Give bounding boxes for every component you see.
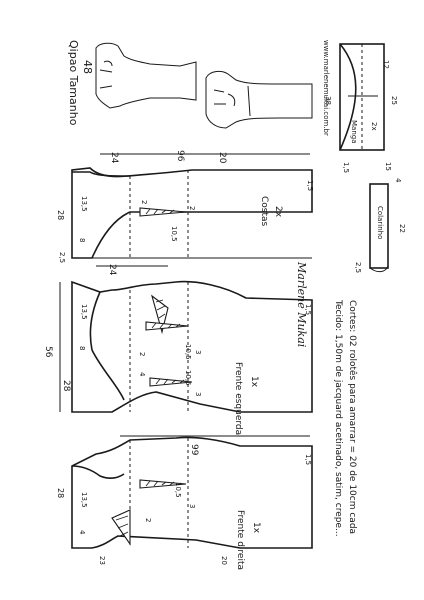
back-m-96: 96 xyxy=(175,150,185,162)
collar-name: Colarinho xyxy=(376,206,384,239)
collar-pattern: Colarinho 22 4 2,5 xyxy=(354,178,406,273)
fl-m-10-5b: 10,5 xyxy=(184,370,192,386)
fr-m-28: 28 xyxy=(56,488,65,498)
fr-m-23: 23 xyxy=(98,556,106,565)
sleeve-m-38: 38 xyxy=(324,96,332,105)
back-m-13-5: 13,5 xyxy=(80,196,88,212)
back-m-28: 28 xyxy=(56,210,65,220)
website-text: www.marlenemukai.com.br xyxy=(322,40,330,136)
fl-m-8: 8 xyxy=(78,346,86,350)
fl-m-24: 24 xyxy=(107,264,117,276)
fr-m-10-5: 10,5 xyxy=(174,482,182,498)
fr-m-13-5: 13,5 xyxy=(80,492,88,508)
sleeve-m-25: 25 xyxy=(390,96,398,105)
fl-m-10-5a: 10,5 xyxy=(184,344,192,360)
back-qty: 2x xyxy=(273,206,283,218)
front-left-panel: 56 24 13,5 8 28 2 10,5 3 4 10,5 3 1,5 Fr… xyxy=(43,264,313,435)
collar-m-2-5: 2,5 xyxy=(354,262,362,273)
back-m-24: 24 xyxy=(109,152,119,164)
back-m-2a: 2 xyxy=(140,200,148,204)
fr-m-1-5: 1,5 xyxy=(304,454,312,465)
fl-m-3b: 3 xyxy=(194,392,202,396)
front-right-panel: 99 28 13,5 4 23 10,5 3 2 20 1,5 Frente d… xyxy=(56,435,313,570)
fl-m-56: 56 xyxy=(43,346,53,358)
sleeve-name: Manga xyxy=(350,120,358,144)
dress-sketch-back xyxy=(205,70,313,129)
collar-m-22: 22 xyxy=(398,224,406,233)
fl-m-13-5: 13,5 xyxy=(80,304,88,320)
fl-m-4: 4 xyxy=(138,372,146,377)
back-m-10-5: 10,5 xyxy=(170,226,178,242)
sleeve-m-1-5: 1,5 xyxy=(342,162,350,173)
back-m-20: 20 xyxy=(217,152,227,164)
header-title: Qipao Tamanho 48 xyxy=(67,40,94,126)
back-panel: 24 96 20 28 13,5 8 2,5 2 10,5 2 1,5 Cost… xyxy=(56,150,314,263)
fr-name: Frente direita xyxy=(235,510,245,570)
fr-m-99: 99 xyxy=(189,444,199,456)
fl-m-3a: 3 xyxy=(194,350,202,354)
size-label: 48 xyxy=(81,60,94,74)
back-m-1-5: 1,5 xyxy=(306,180,314,191)
sleeve-m-15: 15 xyxy=(384,162,392,171)
sleeve-pattern: 12 38 25 Manga 2x 15 1,5 xyxy=(324,43,398,173)
back-name: Costas xyxy=(259,196,269,227)
fl-m-1-5: 1,5 xyxy=(304,304,312,315)
back-m-2b: 2 xyxy=(188,206,196,210)
fabric-note: Tecido: 1,50m de jacquard acetinado, sat… xyxy=(333,299,343,537)
signature: Marlene Mukai xyxy=(295,261,308,347)
sleeve-m-12: 12 xyxy=(382,60,390,69)
model-title: Qipao Tamanho xyxy=(67,40,80,126)
fl-qty: 1x xyxy=(249,376,259,388)
back-m-8: 8 xyxy=(78,238,86,242)
fl-m-2: 2 xyxy=(138,352,146,356)
fr-qty: 1x xyxy=(251,522,261,534)
fr-m-20: 20 xyxy=(220,556,228,565)
loops-note: Cortes: 02 rolotês para amarrar = 20 de … xyxy=(347,300,358,534)
sleeve-qty: 2x xyxy=(370,122,378,131)
back-m-2-5: 2,5 xyxy=(58,252,66,263)
fr-m-4: 4 xyxy=(78,530,86,535)
fr-m-3: 3 xyxy=(188,504,196,508)
collar-m-4: 4 xyxy=(394,178,402,183)
fl-name: Frente esquerda xyxy=(233,362,243,435)
fl-m-28: 28 xyxy=(61,380,71,392)
fr-m-2: 2 xyxy=(144,518,152,522)
dress-sketch-front xyxy=(95,42,197,109)
